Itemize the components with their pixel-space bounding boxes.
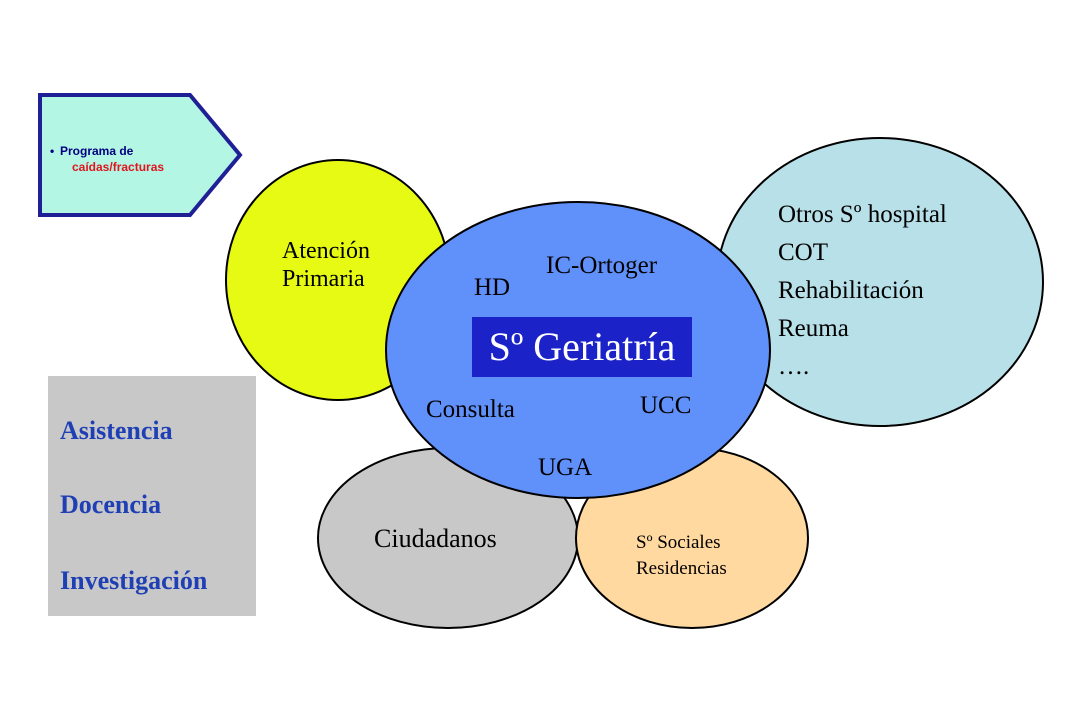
sociales-line-1: Sº Sociales — [636, 532, 721, 553]
otros-line-1: Otros Sº hospital — [778, 201, 947, 228]
atencion-line-1: Atención — [282, 238, 370, 264]
callout-line-1: Programa de — [60, 144, 134, 158]
callout-shape — [38, 93, 243, 217]
consulta-label: Consulta — [426, 396, 515, 423]
geriatria-title: Sº Geriatría — [472, 317, 692, 377]
uga-label: UGA — [538, 454, 593, 481]
bullet-dot-icon: • — [50, 144, 55, 158]
sociales-line-2: Residencias — [636, 558, 727, 579]
ciudadanos-label: Ciudadanos — [374, 524, 497, 553]
servicios-sociales-label: Sº Sociales Residencias — [636, 530, 727, 582]
activities-box: Asistencia Docencia Investigación — [48, 376, 256, 616]
otros-line-3: Rehabilitación — [778, 277, 924, 304]
otros-line-5: …. — [778, 353, 810, 380]
otros-line-2: COT — [778, 239, 828, 266]
callout-line-2: caídas/fracturas — [72, 160, 165, 174]
docencia-label: Docencia — [60, 490, 162, 519]
atencion-primaria-label: Atención Primaria — [282, 238, 370, 293]
otros-hospital-label: Otros Sº hospital COT Rehabilitación Reu… — [778, 196, 947, 386]
atencion-line-2: Primaria — [282, 265, 365, 292]
investigacion-label: Investigación — [60, 566, 208, 595]
ic-ortoger-label: IC-Ortoger — [546, 252, 658, 279]
ucc-label: UCC — [640, 392, 692, 419]
hd-label: HD — [474, 274, 511, 301]
otros-line-4: Reuma — [778, 315, 849, 342]
asistencia-label: Asistencia — [60, 416, 173, 445]
callout-text: • Programa de caídas/fracturas — [50, 143, 165, 175]
